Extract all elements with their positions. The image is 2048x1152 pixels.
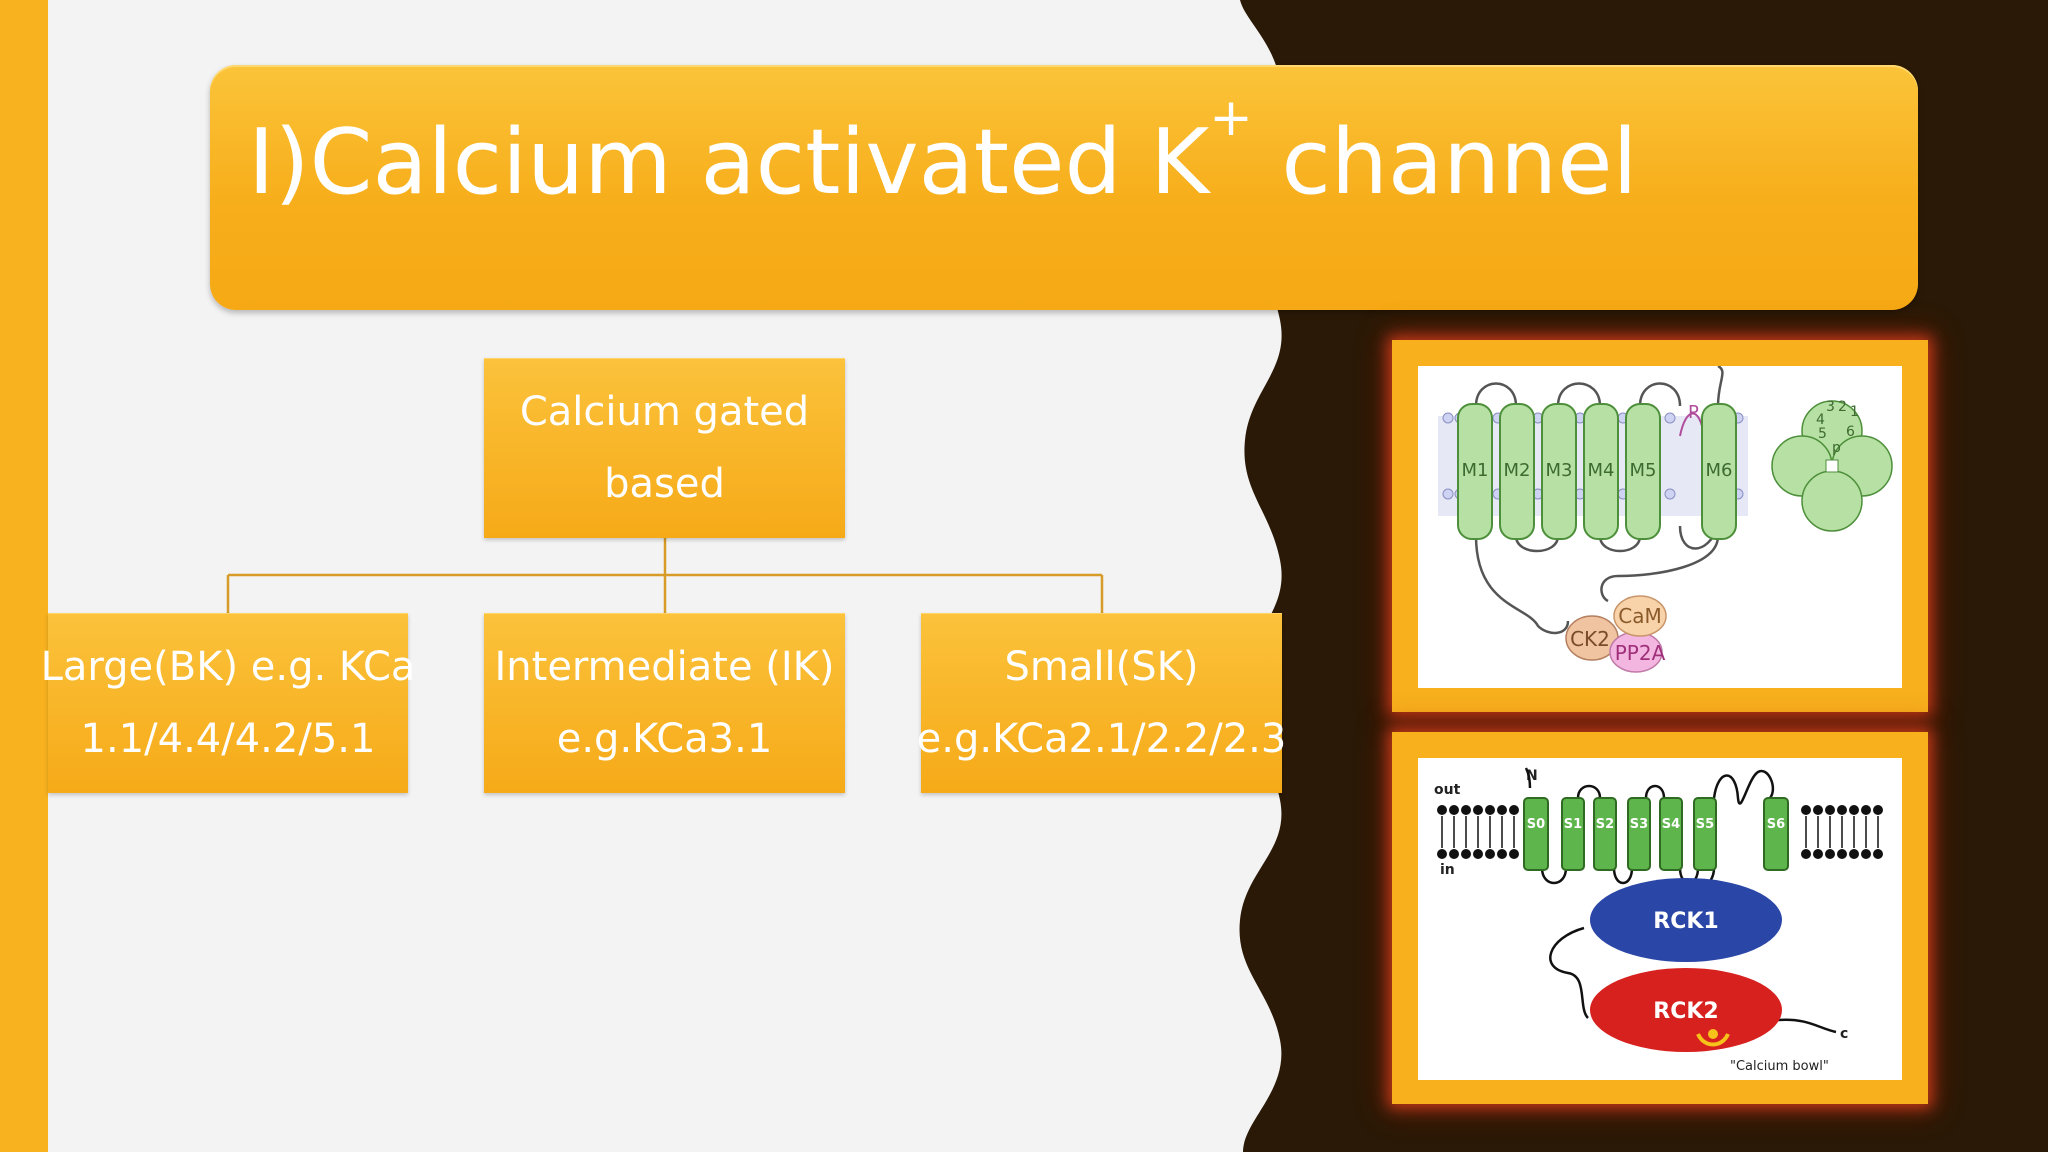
svg-text:p: p [1832, 440, 1841, 456]
segment-s3 [1627, 797, 1651, 871]
label-out: out [1434, 782, 1461, 798]
label-m3: M3 [1546, 460, 1573, 481]
tetramer-pore [1825, 459, 1839, 473]
node-small-sk: Small(SK) e.g.KCa2.1/2.2/2.3 [917, 613, 1286, 793]
lipid-bilayer [1437, 805, 1883, 859]
node-large-line1: Large(BK) e.g. KCa [40, 644, 416, 690]
segment-m5 [1625, 403, 1661, 540]
label-s1: S1 [1564, 817, 1582, 832]
label-c-terminus: c [1840, 1026, 1848, 1042]
label-pp2a: PP2A [1615, 641, 1666, 665]
segment-m6 [1701, 403, 1737, 540]
svg-text:3: 3 [1826, 399, 1835, 415]
rck2-domain [1590, 968, 1782, 1052]
figure-bottom-panel: out in N [1418, 758, 1902, 1080]
segment-s1 [1561, 797, 1585, 871]
svg-text:4: 4 [1816, 412, 1825, 428]
root-node-line1: Calcium gated [519, 389, 810, 435]
calcium-bowl-icon [1696, 1033, 1730, 1047]
label-s5: S5 [1696, 817, 1714, 832]
label-s3: S3 [1630, 817, 1648, 832]
label-n-terminus: N [1526, 768, 1538, 784]
label-m6: M6 [1706, 460, 1733, 481]
label-s6: S6 [1767, 817, 1785, 832]
slide-title: I)Calcium activated K+ channel [248, 92, 1638, 225]
label-s0: S0 [1527, 817, 1545, 832]
segment-s0 [1523, 797, 1549, 871]
label-m2: M2 [1504, 460, 1531, 481]
sk-channel-topology-diagram: P M1 M2 M3 M4 M5 M6 CaM CK2 PP2A [1438, 364, 1893, 673]
label-ck2: CK2 [1570, 627, 1610, 651]
label-s2: S2 [1596, 817, 1614, 832]
segment-s6 [1763, 797, 1789, 871]
segment-s4 [1659, 797, 1683, 871]
bk-channel-topology-diagram: out in N [1434, 767, 1883, 1074]
node-intermediate-line2: e.g.KCa3.1 [556, 716, 773, 762]
label-m5: M5 [1630, 460, 1657, 481]
label-s4: S4 [1662, 817, 1680, 832]
title-banner [210, 65, 1918, 310]
node-large-line2: 1.1/4.4/4.2/5.1 [80, 716, 376, 762]
title-tail: channel [1252, 110, 1638, 215]
tetramer-top-view [1771, 400, 1893, 532]
rck1-domain [1590, 878, 1782, 962]
title-superscript: + [1209, 88, 1253, 148]
label-rck1: RCK1 [1653, 909, 1718, 934]
figure-top-panel: P M1 M2 M3 M4 M5 M6 CaM CK2 PP2A [1418, 364, 1902, 688]
node-small-line1: Small(SK) [1004, 644, 1199, 690]
segment-m1 [1457, 403, 1493, 540]
title-main: I)Calcium activated K [248, 110, 1210, 215]
segment-m4 [1583, 403, 1619, 540]
segment-m3 [1541, 403, 1577, 540]
segment-m2 [1499, 403, 1535, 540]
left-accent-stripe [0, 0, 48, 1152]
svg-text:2: 2 [1838, 399, 1847, 415]
node-large-bk: Large(BK) e.g. KCa 1.1/4.4/4.2/5.1 [41, 613, 415, 793]
root-node: Calcium gated based [484, 358, 845, 538]
svg-text:5: 5 [1818, 426, 1827, 442]
node-intermediate-ik: Intermediate (IK) e.g.KCa3.1 [484, 613, 845, 793]
label-m4: M4 [1588, 460, 1615, 481]
node-intermediate-line1: Intermediate (IK) [494, 644, 835, 690]
segment-s2 [1593, 797, 1617, 871]
label-cam: CaM [1618, 604, 1661, 628]
segment-s5 [1693, 797, 1717, 871]
cam-blob [1613, 595, 1667, 637]
svg-text:1: 1 [1850, 404, 1859, 420]
pore-label: P [1688, 402, 1699, 423]
root-node-line2: based [604, 461, 725, 507]
label-rck2: RCK2 [1653, 999, 1718, 1024]
node-small-line2: e.g.KCa2.1/2.2/2.3 [916, 716, 1287, 762]
label-in: in [1440, 862, 1455, 878]
label-m1: M1 [1462, 460, 1489, 481]
label-calcium-bowl: "Calcium bowl" [1730, 1059, 1829, 1074]
svg-text:6: 6 [1846, 424, 1855, 440]
